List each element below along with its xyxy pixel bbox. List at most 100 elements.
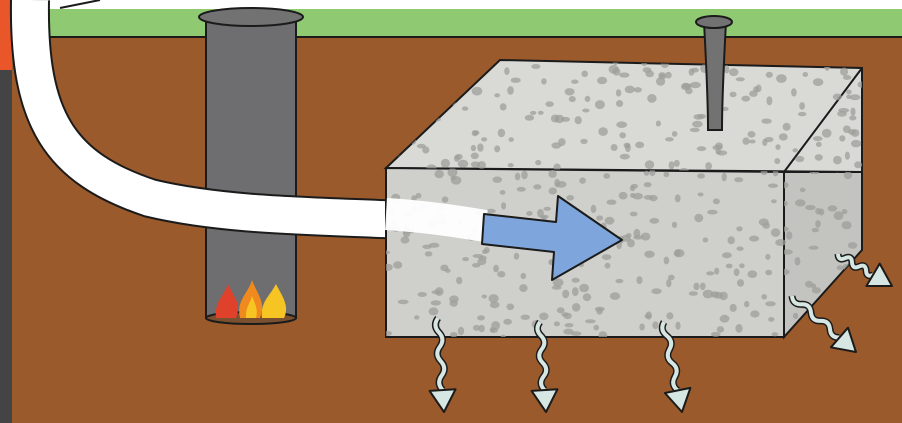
speckle [535, 160, 541, 165]
speckle [585, 96, 591, 102]
speckle [792, 148, 798, 152]
speckle [644, 171, 649, 176]
speckle [711, 332, 721, 337]
speckle [765, 137, 774, 142]
speckle [494, 93, 500, 97]
speckle [626, 233, 632, 238]
speckle [531, 64, 540, 69]
speckle [649, 218, 659, 224]
speckle [490, 302, 500, 309]
speckle [636, 276, 642, 284]
speckle [736, 77, 745, 81]
speckle [812, 228, 819, 232]
speckle [774, 158, 780, 164]
speckle [766, 72, 773, 78]
speckle [572, 303, 580, 312]
speckle [842, 221, 852, 229]
speckle [795, 199, 806, 206]
speckle [571, 80, 578, 84]
speckle [557, 307, 565, 313]
speckle [597, 77, 607, 85]
speckle [843, 75, 851, 80]
speckle [793, 313, 798, 319]
speckle [834, 211, 844, 220]
speckle [554, 321, 560, 326]
speckle [572, 287, 579, 296]
speckle [798, 112, 807, 116]
access-shaft [206, 22, 296, 318]
speckle [619, 132, 626, 138]
speckle [579, 284, 589, 293]
speckle [674, 249, 685, 257]
speckle [477, 258, 486, 265]
speckle [473, 325, 480, 331]
speckle [694, 214, 703, 223]
speckle [630, 186, 636, 192]
speckle [503, 319, 512, 325]
speckle [765, 254, 770, 260]
speckle [493, 177, 503, 183]
speckle [441, 159, 450, 168]
speckle [748, 131, 756, 138]
speckle [477, 315, 485, 320]
speckle [596, 308, 603, 315]
speckle [714, 268, 719, 275]
speckle [728, 236, 735, 244]
speckle [741, 96, 750, 102]
speckle [822, 129, 832, 138]
speckle [666, 312, 673, 319]
speckle [697, 114, 706, 119]
speckle [579, 177, 586, 183]
speckle [477, 143, 483, 151]
speckle [742, 137, 749, 144]
speckle [666, 279, 671, 287]
speckle [615, 279, 623, 283]
speckle [583, 293, 591, 301]
speckle [517, 187, 526, 192]
speckle [566, 195, 574, 201]
speckle [766, 96, 772, 105]
speckle [429, 307, 439, 315]
speckle [691, 68, 699, 73]
speckle [514, 253, 519, 260]
speckle [454, 155, 460, 162]
speckle [572, 278, 580, 283]
speckle [645, 160, 654, 169]
speckle [761, 294, 767, 300]
speckle [645, 314, 651, 319]
speckle [813, 136, 823, 141]
speckle [603, 173, 610, 179]
speckle [526, 211, 532, 216]
shaft-lid [199, 8, 303, 26]
speckle [739, 263, 745, 268]
speckle [771, 199, 777, 203]
speckle [497, 271, 505, 277]
speckle [635, 142, 644, 149]
speckle [575, 116, 582, 124]
speckle [561, 312, 569, 316]
speckle [521, 171, 528, 179]
speckle [851, 140, 861, 147]
speckle [712, 145, 722, 150]
speckle [765, 301, 776, 306]
speckle [509, 137, 514, 142]
speckle [791, 88, 797, 96]
speckle [616, 100, 623, 107]
speckle [714, 292, 723, 299]
speckle [620, 154, 630, 160]
speckle [591, 205, 597, 213]
speckle [619, 72, 629, 77]
speckle [462, 257, 469, 261]
speckle [417, 144, 426, 149]
speckle [585, 319, 596, 323]
speckle [759, 218, 769, 225]
speckle [729, 68, 739, 76]
speckle [705, 162, 712, 170]
speckle [813, 78, 824, 86]
speckle [504, 67, 509, 75]
speckle [616, 89, 621, 96]
speckle [445, 269, 451, 273]
speckle [398, 300, 409, 305]
speckle [431, 300, 441, 305]
speckle [703, 238, 709, 243]
